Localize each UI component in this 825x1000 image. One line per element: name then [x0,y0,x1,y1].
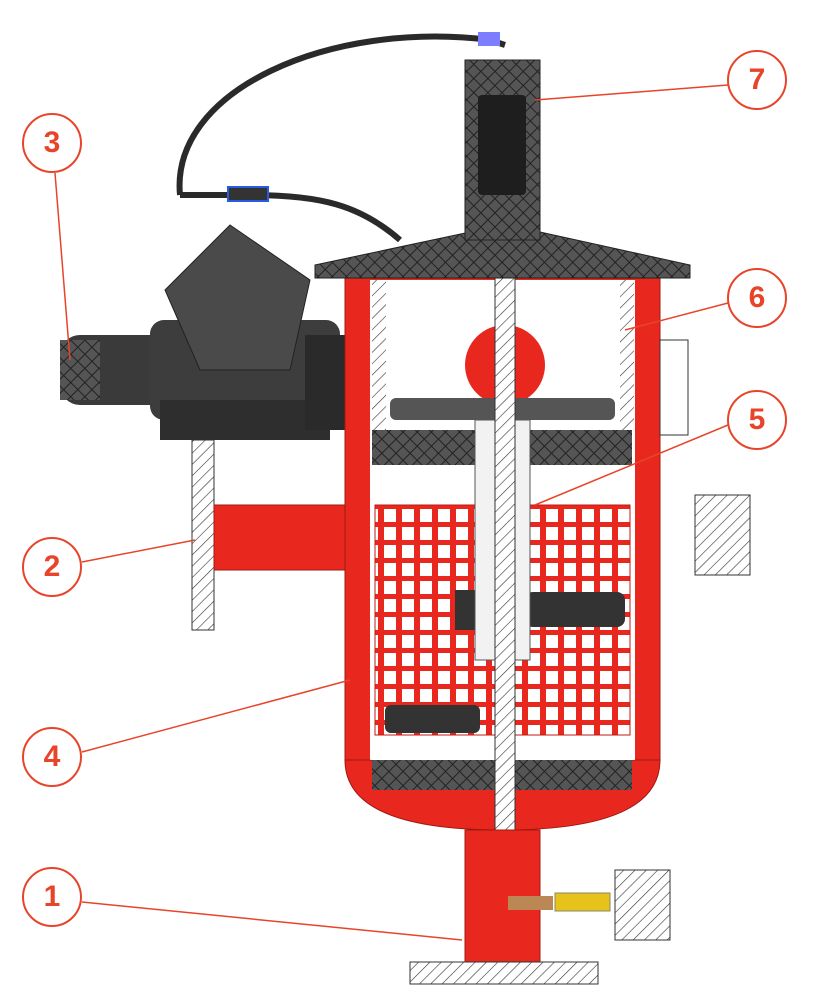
callout-6: 6 [727,268,787,328]
tee-fitting [227,186,269,202]
callout-4: 4 [22,727,82,787]
callout-1: 1 [22,867,82,927]
callout-3: 3 [22,113,82,173]
hose [176,33,506,196]
inlet-flange [191,439,215,631]
control-valve [60,224,350,440]
outlet-flange [409,961,599,985]
hose-branch [180,192,402,243]
callout-2: 2 [22,537,82,597]
leader-lines [54,84,729,941]
callout-5: 5 [727,390,787,450]
drive-shaft [494,239,516,901]
inlet-pipe [213,504,355,571]
hose-connector [478,32,500,46]
callout-7: 7 [727,50,787,110]
